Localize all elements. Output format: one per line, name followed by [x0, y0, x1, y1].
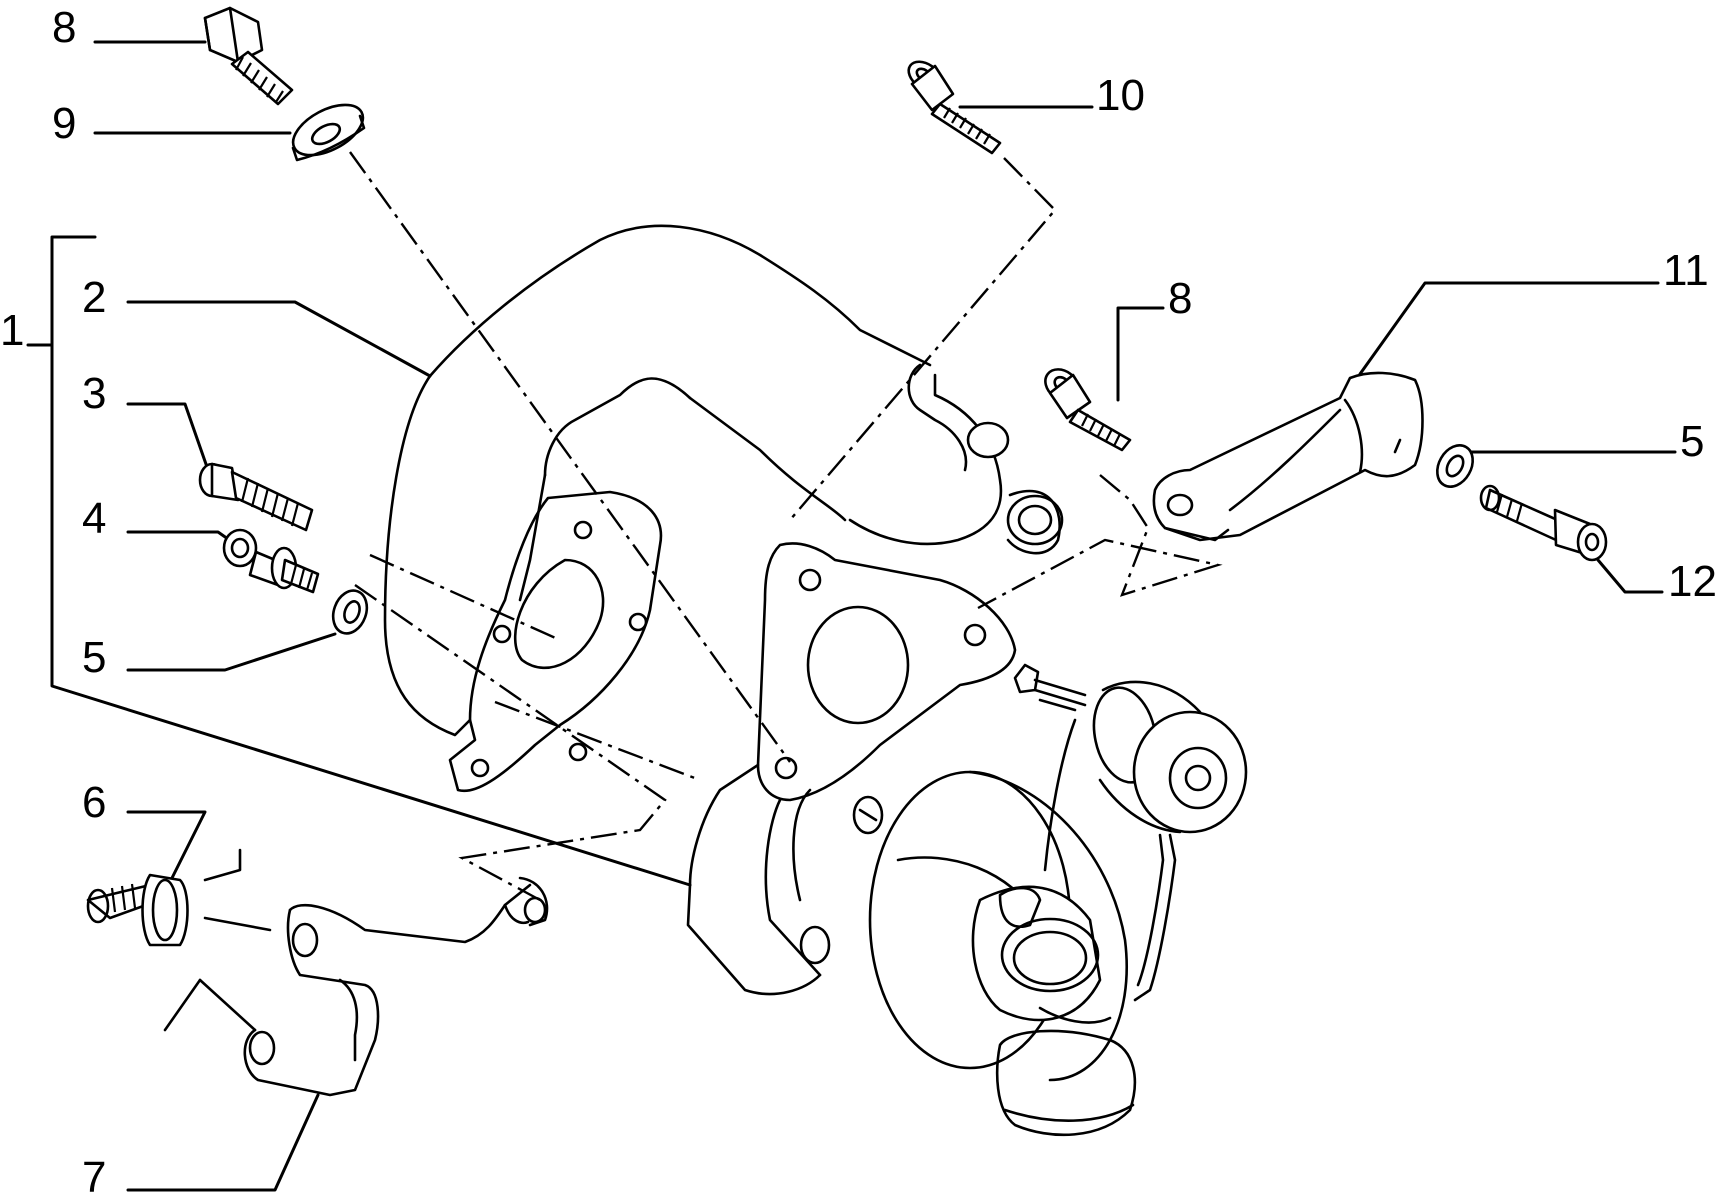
callout-label-1: 1	[0, 306, 24, 355]
leader-lines	[26, 40, 1677, 1192]
callout-label-5-right: 5	[1680, 417, 1704, 466]
callout-label-10: 10	[1096, 71, 1145, 120]
washer-part-5-right	[1436, 444, 1474, 488]
callout-label-3: 3	[82, 369, 106, 418]
callout-label-2: 2	[82, 273, 106, 322]
callout-label-8-top: 8	[52, 3, 76, 52]
stud-part-4	[222, 528, 320, 594]
socket-bolt-part-8-right	[1044, 368, 1132, 452]
stud-part-6	[86, 873, 189, 947]
support-arm-part-11	[1152, 371, 1424, 542]
callout-label-8-right: 8	[1168, 274, 1192, 323]
callout-label-11: 11	[1663, 246, 1709, 295]
callout-label-5-left: 5	[82, 633, 106, 682]
bracket-part-7	[163, 848, 549, 1097]
gasket-flange-left	[448, 490, 663, 793]
turbocharger-body	[686, 663, 1248, 1137]
callout-label-9: 9	[52, 99, 76, 148]
washer-part-9	[291, 103, 366, 162]
callout-label-4: 4	[82, 494, 106, 543]
bolt-part-3	[198, 462, 314, 532]
socket-bolt-part-12	[1479, 484, 1608, 562]
washer-part-5-left	[331, 589, 369, 635]
bolt-part-8-top	[203, 6, 294, 106]
callout-label-12: 12	[1668, 557, 1717, 606]
assembly-axes	[349, 151, 1223, 902]
callout-label-7: 7	[82, 1153, 106, 1196]
callout-label-6: 6	[82, 778, 106, 827]
manifold-housing-part-2	[383, 224, 1064, 737]
socket-bolt-part-10	[907, 60, 1002, 155]
mounting-flange-center	[756, 542, 1017, 802]
